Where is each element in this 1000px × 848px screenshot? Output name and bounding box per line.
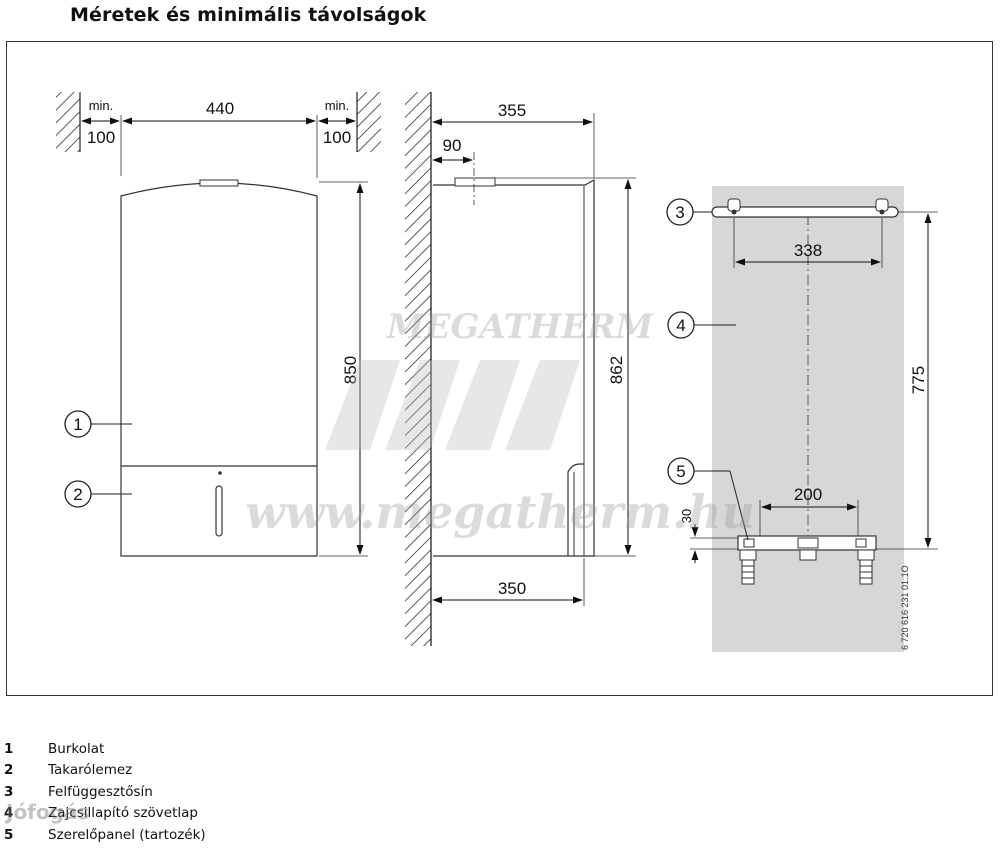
mounting-plate	[737, 535, 877, 585]
callout-4: 4	[676, 316, 685, 335]
handle	[215, 485, 223, 537]
megatherm-watermark: MEGATHERM www.megatherm.hu	[245, 307, 755, 539]
wall-hatch-left	[56, 92, 80, 152]
min-right-value: 100	[323, 128, 351, 147]
drawing-code: 6 720 616 231 01.1O	[900, 565, 910, 650]
callout-2: 2	[73, 485, 82, 504]
depth-bottom-label: 350	[498, 579, 526, 598]
wall-hatch-right	[357, 92, 381, 152]
width-label: 440	[206, 99, 234, 118]
watermark-logo: MEGATHERM	[386, 307, 655, 347]
callout-5: 5	[676, 462, 685, 481]
page-title: Méretek és minimális távolságok	[70, 4, 427, 26]
height-front-label: 850	[341, 356, 360, 384]
depth-label: 355	[498, 101, 526, 120]
watermark-url: www.megatherm.hu	[245, 485, 755, 539]
callout-3: 3	[675, 203, 684, 222]
callout-1: 1	[73, 415, 82, 434]
jofogas-logo: Jófogás	[6, 800, 90, 824]
rail-height-label: 775	[909, 366, 928, 394]
offset-top-label: 90	[443, 136, 462, 155]
panel-offset-label: 30	[679, 509, 694, 523]
min-left-label: min.	[89, 98, 114, 113]
height-side-label: 862	[607, 356, 626, 384]
min-right-label: min.	[325, 98, 350, 113]
wall-hatch-side	[405, 92, 431, 646]
diagram-frame	[6, 41, 993, 696]
min-left-value: 100	[87, 128, 115, 147]
panel-width-label: 200	[794, 485, 822, 504]
rail-width-label: 338	[794, 241, 822, 260]
